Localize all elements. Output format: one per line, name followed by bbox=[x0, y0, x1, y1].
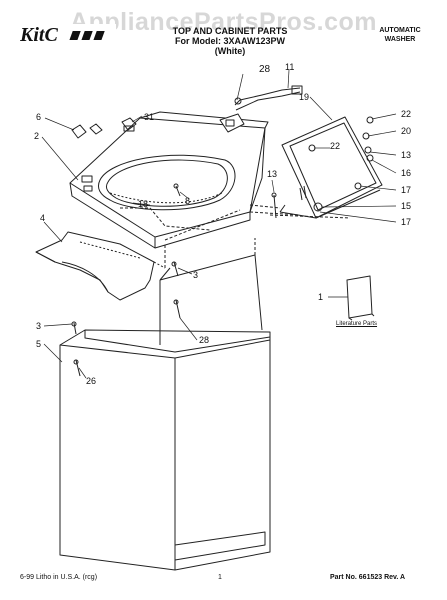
svg-text:KitC: KitC bbox=[20, 24, 58, 46]
appliance-type: AUTOMATIC WASHER bbox=[370, 26, 430, 44]
callout-22-upper: 22 bbox=[401, 109, 412, 119]
model-color: (White) bbox=[214, 46, 246, 56]
brand-logo: KitC bbox=[20, 24, 116, 46]
callout-28-top: 28 bbox=[259, 64, 271, 75]
callout-17-lower: 17 bbox=[401, 217, 412, 227]
callout-13-left: 13 bbox=[267, 169, 278, 179]
callout-2: 2 bbox=[34, 131, 40, 141]
callout-17-upper: 17 bbox=[401, 185, 412, 195]
callout-3-upper: 3 bbox=[193, 270, 199, 280]
callout-6: 6 bbox=[36, 112, 42, 122]
callout-22-lower: 22 bbox=[330, 141, 341, 151]
callout-8: 8 bbox=[185, 196, 191, 206]
callout-3-lower: 3 bbox=[36, 321, 42, 331]
callout-20: 20 bbox=[401, 126, 412, 136]
lid bbox=[279, 116, 383, 219]
literature-parts-label: Literature Parts bbox=[336, 321, 378, 327]
callout-4: 4 bbox=[40, 213, 46, 223]
lid-switch-harness bbox=[219, 85, 303, 133]
callout-19: 19 bbox=[299, 92, 310, 102]
cabinet bbox=[59, 238, 271, 571]
footer-page-number: 1 bbox=[218, 574, 222, 581]
callout-5: 5 bbox=[36, 339, 42, 349]
literature-booklet bbox=[346, 275, 375, 321]
front-panel bbox=[35, 231, 166, 301]
callout-16: 16 bbox=[401, 168, 412, 178]
callout-18: 18 bbox=[138, 199, 149, 209]
callout-31: 31 bbox=[144, 112, 155, 122]
title-block: TOP AND CABINET PARTS For Model: 3XAAW12… bbox=[130, 26, 330, 56]
watermark: AppliancePartsPros.com bbox=[70, 8, 377, 36]
appliance-type-line1: AUTOMATIC bbox=[379, 27, 421, 34]
callout-26: 26 bbox=[86, 376, 97, 386]
diagram-title: TOP AND CABINET PARTS bbox=[172, 26, 288, 36]
callout-1: 1 bbox=[318, 292, 324, 302]
top-panel bbox=[69, 111, 269, 249]
callout-15: 15 bbox=[401, 201, 412, 211]
footer-print-info: 6-99 Litho in U.S.A. (rcg) bbox=[20, 574, 98, 581]
callout-11: 11 bbox=[285, 62, 295, 72]
callout-13-right: 13 bbox=[401, 150, 412, 160]
footer-part-number: Part No. 661523 Rev. A bbox=[330, 574, 406, 581]
callout-28-mid: 28 bbox=[199, 335, 210, 345]
appliance-type-line2: WASHER bbox=[384, 36, 416, 43]
model-number: For Model: 3XAAW123PW bbox=[174, 36, 285, 46]
